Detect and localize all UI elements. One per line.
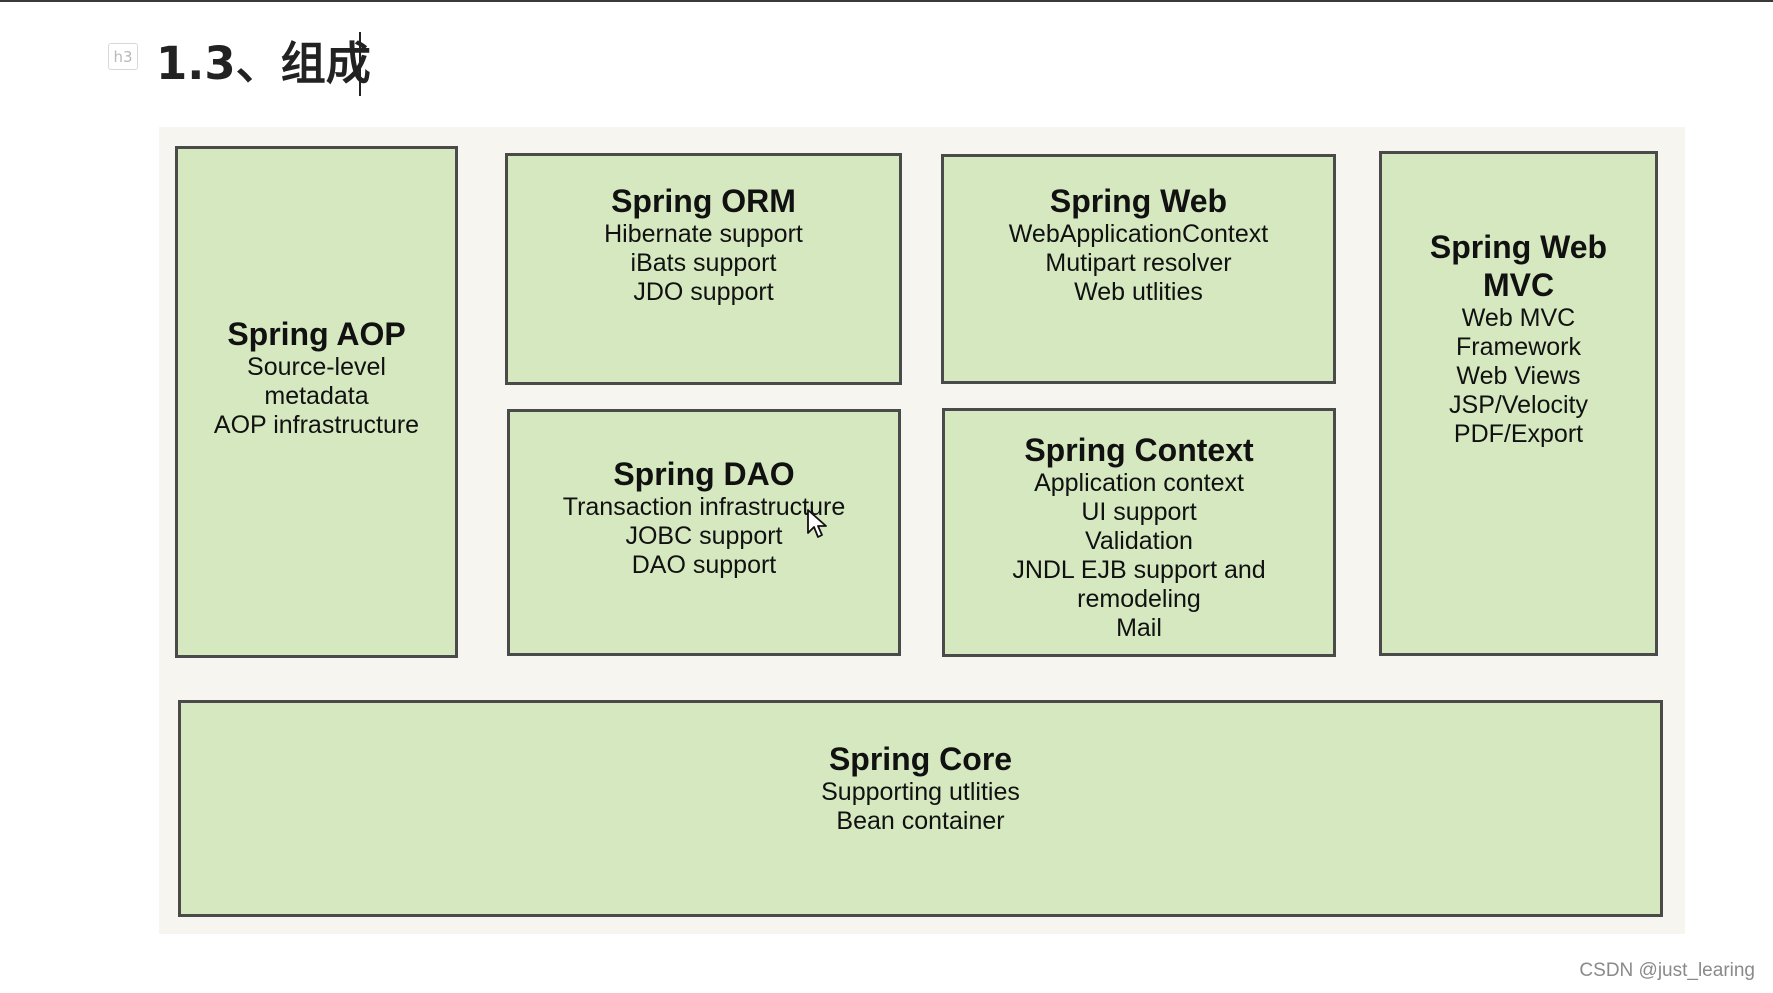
watermark: CSDN @just_learing [1579,960,1755,981]
spring-core-line: Bean container [836,806,1005,835]
spring-dao-line: DAO support [631,551,777,579]
spring-context-line: Mail [1116,613,1162,642]
spring-context-title: Spring Context [1024,431,1254,468]
spring-aop-line: Source-level [247,352,386,381]
spring-dao-box: Spring DAO Transaction infrastructure JO… [507,409,901,656]
spring-orm-line: JDO support [633,277,774,306]
spring-orm-title: Spring ORM [611,182,796,219]
spring-web-mvc-title: MVC [1482,267,1555,303]
spring-context-box: Spring Context Application context UI su… [942,408,1336,657]
spring-web-box: Spring Web WebApplicationContext Mutipar… [941,154,1336,384]
spring-aop-line: AOP infrastructure [213,410,420,439]
spring-aop-line: metadata [264,381,369,410]
spring-dao-line: JOBC support [625,522,783,550]
top-border [0,0,1773,2]
text-caret [359,32,361,96]
spring-web-title: Spring Web [1049,182,1228,219]
spring-context-line: Validation [1085,526,1193,555]
spring-core-line: Supporting utlities [821,777,1020,806]
page-title[interactable]: 1.3、组成 [156,37,371,90]
spring-web-mvc-line: PDF/Export [1453,420,1584,448]
spring-web-mvc-title: Spring Web [1429,229,1608,265]
heading-level-tag: h3 [108,43,138,70]
spring-context-line: remodeling [1077,584,1201,613]
spring-core-box: Spring Core Supporting utlities Bean con… [178,700,1663,917]
mouse-pointer-icon [807,509,827,538]
spring-web-mvc-line: Framework [1455,333,1581,361]
spring-aop-box: Spring AOP Source-level metadata AOP inf… [175,146,458,658]
spring-context-line: JNDL EJB support and [1012,555,1266,584]
spring-dao-title: Spring DAO [613,456,795,492]
spring-context-line: Application context [1034,468,1244,497]
spring-web-mvc-line: Web MVC [1461,304,1576,332]
spring-core-title: Spring Core [828,740,1013,777]
spring-web-mvc-line: Web Views [1456,362,1581,390]
spring-dao-line: Transaction infrastructure [562,493,846,521]
spring-aop-title: Spring AOP [227,315,406,352]
spring-web-line: Mutipart resolver [1045,248,1232,277]
spring-web-mvc-box: Spring Web MVC Web MVC Framework Web Vie… [1379,151,1658,656]
spring-web-mvc-line: JSP/Velocity [1449,391,1588,419]
spring-web-line: Web utlities [1074,277,1203,306]
spring-orm-line: Hibernate support [604,219,803,248]
spring-orm-line: iBats support [630,248,777,277]
spring-context-line: UI support [1081,497,1197,526]
spring-web-line: WebApplicationContext [1008,219,1269,248]
spring-orm-box: Spring ORM Hibernate support iBats suppo… [505,153,902,385]
